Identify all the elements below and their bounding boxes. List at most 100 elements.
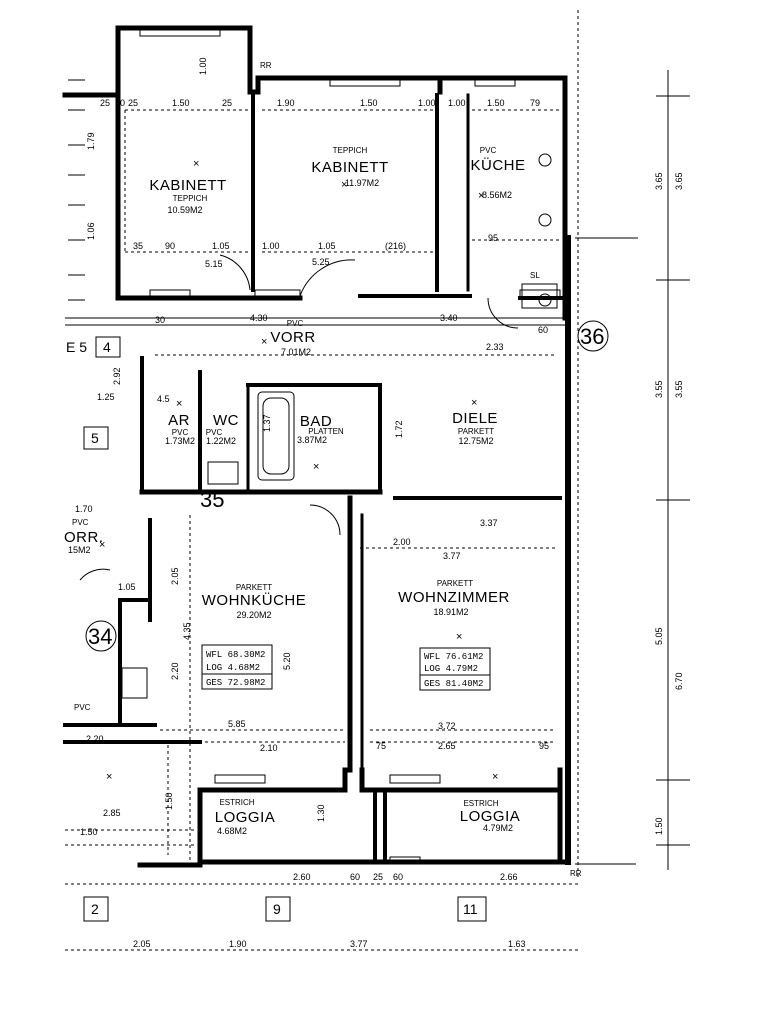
svg-text:1.05: 1.05 [212,241,230,251]
svg-text:5.25: 5.25 [312,257,330,267]
right-dim-line [656,70,690,870]
room-area: 8.56M2 [482,190,512,200]
svg-text:95: 95 [539,741,549,751]
windows [139,27,561,864]
dimensions-lower: 5.85 3.72 2.20 2.10 2.65 75 95 [86,719,549,753]
room-floor: PVC [172,428,189,437]
unit-5: 5 [91,430,99,446]
svg-text:2.10: 2.10 [260,743,278,753]
svg-text:60: 60 [538,325,548,335]
svg-text:2.20: 2.20 [170,662,180,680]
svg-text:79: 79 [530,98,540,108]
svg-text:2.33: 2.33 [486,342,504,352]
room-ar: AR PVC 1.73M2 [165,412,195,446]
svg-text:1.50: 1.50 [164,792,174,810]
svg-text:2.65: 2.65 [438,741,456,751]
svg-text:5.15: 5.15 [205,259,223,269]
room-wohnzimmer: PARKETT WOHNZIMMER 18.91M2 [398,579,510,617]
room-name: ORR. [64,529,104,546]
room-floor: TEPPICH [333,146,368,155]
svg-text:1.37: 1.37 [262,414,272,432]
svg-text:60: 60 [350,872,360,882]
dimensions-misc: 1.00 1.79 1.06 2.92 1.25 1.72 4.35 2.20 … [86,57,404,822]
left-hatch [68,79,85,301]
dimensions-base: 2.05 1.90 3.77 1.63 [133,939,526,949]
svg-text:3.77: 3.77 [443,551,461,561]
area-summary-right: WFL 76.61M2 LOG 4.79M2 GES 81.40M2 [419,647,491,691]
dimensions-kabinett-bottom: 35 90 1.05 1.00 1.05 (216) 95 [133,233,498,251]
svg-text:4.5: 4.5 [157,394,170,404]
svg-text:1.25: 1.25 [97,392,115,402]
svg-text:3.65: 3.65 [654,172,664,190]
svg-text:5.85: 5.85 [228,719,246,729]
svg-text:1.00: 1.00 [448,98,466,108]
room-name: KABINETT [311,159,388,176]
room-name: LOGGIA [460,808,521,825]
room-wohnkueche: PARKETT WOHNKÜCHE 29.20M2 [202,583,306,620]
room-area: 4.68M2 [217,826,247,836]
room-area: 11.97M2 [345,178,379,188]
svg-text:3.72: 3.72 [438,721,456,731]
svg-text:×: × [492,771,498,783]
svg-text:1.50: 1.50 [360,98,378,108]
room-name: AR [168,412,190,429]
room-floor: PVC [287,319,304,328]
svg-text:4.30: 4.30 [250,313,268,323]
room-floor: PVC [206,428,223,437]
svg-text:1.90: 1.90 [277,98,295,108]
svg-text:PVC: PVC [74,703,91,712]
unit-9: 9 [273,901,281,917]
room-name: BAD [300,413,332,430]
room-name: VORR [270,329,315,346]
room-loggia-2: ESTRICH LOGGIA 4.79M2 [460,799,521,833]
room-kabinett-2: TEPPICH KABINETT 11.97M2 [311,146,388,188]
dashed-lines [65,10,580,951]
svg-text:3.40: 3.40 [440,313,458,323]
svg-text:1.30: 1.30 [316,804,326,822]
dimensions-bottom: 2.60 60 25 60 2.66 [293,872,518,882]
svg-text:×: × [99,539,105,551]
summary-log: LOG 4.68M2 [206,663,260,673]
svg-text:25: 25 [100,98,110,108]
unit-markers: 35 36 34 4 E 5 5 2 9 11 [66,320,609,922]
svg-text:×: × [193,158,199,170]
room-vorr: PVC VORR 7.01M2 [270,319,315,357]
room-kabinett-1: KABINETT TEPPICH 10.59M2 [149,177,226,215]
room-name: KABINETT [149,177,226,194]
svg-text:×: × [313,461,319,473]
svg-text:(216): (216) [385,241,406,251]
svg-text:90: 90 [165,241,175,251]
summary-wfl: WFL 76.61M2 [424,652,483,662]
room-bad: BAD PLATTEN 3.87M2 [297,413,344,445]
svg-text:2.66: 2.66 [500,872,518,882]
dimensions-top: 25 30 25 1.50 25 1.90 1.50 1.00 1.00 1.5… [100,98,540,108]
svg-text:3.65: 3.65 [674,172,684,190]
svg-text:1.05: 1.05 [318,241,336,251]
svg-text:1.79: 1.79 [86,132,96,150]
svg-text:1.00: 1.00 [198,57,208,75]
svg-text:1.00: 1.00 [262,241,280,251]
room-floor: PARKETT [236,583,272,592]
svg-text:1.05: 1.05 [118,582,136,592]
room-area: 15M2 [68,545,91,555]
cross-markers: × × × × × × × × × × × [99,158,498,783]
room-name: LOGGIA [215,809,276,826]
svg-text:×: × [106,771,112,783]
svg-text:60: 60 [393,872,403,882]
summary-log: LOG 4.79M2 [424,664,478,674]
svg-text:2.60: 2.60 [293,872,311,882]
room-name: WOHNZIMMER [398,589,510,606]
door-swings [79,254,519,581]
room-area: 7.01M2 [281,347,311,357]
room-wc: WC PVC 1.22M2 [206,412,239,446]
svg-text:25: 25 [222,98,232,108]
room-floor: TEPPICH [173,194,208,203]
svg-text:×: × [478,190,484,202]
svg-text:1.06: 1.06 [86,222,96,240]
svg-text:1.50: 1.50 [654,817,664,835]
svg-text:×: × [341,179,347,191]
svg-text:5.20: 5.20 [282,652,292,670]
svg-text:×: × [176,398,182,410]
unit-36: 36 [580,324,604,349]
room-area: 4.79M2 [483,823,513,833]
